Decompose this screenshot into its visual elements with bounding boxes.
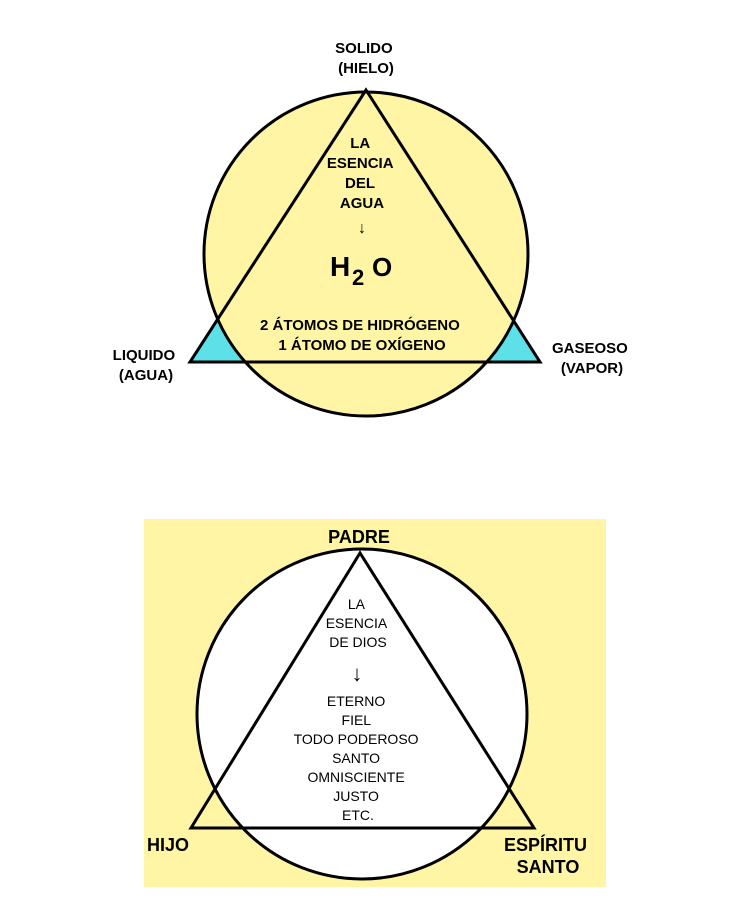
god-arrow-icon: ↓ — [352, 661, 363, 686]
water-arrow-icon: ↓ — [358, 220, 366, 237]
water-right-label: GASEOSO (VAPOR) — [552, 340, 632, 377]
god-top-label: PADRE — [328, 527, 390, 547]
water-essence-text: LA ESENCIA DEL AGUA — [327, 135, 397, 212]
god-right-label: ESPÍRITU SANTO — [504, 834, 592, 877]
svg-text:2: 2 — [352, 265, 364, 290]
water-diagram: SOLIDO (HIELO) LIQUIDO (AGUA) GASEOSO (V… — [113, 40, 632, 418]
god-triangle — [188, 550, 537, 830]
god-diagram: PADRE HIJO ESPÍRITU SANTO LA ESENCIA DE … — [144, 519, 606, 887]
god-essence-text: LA ESENCIA DE DIOS — [326, 596, 391, 650]
water-top-label: SOLIDO (HIELO) — [335, 40, 397, 77]
svg-text:O: O — [372, 252, 392, 282]
water-left-label: LIQUIDO (AGUA) — [113, 347, 180, 384]
god-left-label: HIJO — [147, 835, 189, 855]
god-attributes: ETERNO FIEL TODO PODEROSO SANTO OMNISCIE… — [294, 693, 423, 823]
god-circle — [195, 547, 529, 881]
water-triangle — [187, 87, 543, 364]
water-composition: 2 ÁTOMOS DE HIDRÓGENO 1 ÁTOMO DE OXÍGENO — [260, 316, 464, 354]
water-formula: H 2 O — [330, 251, 392, 290]
svg-text:H: H — [330, 251, 350, 282]
